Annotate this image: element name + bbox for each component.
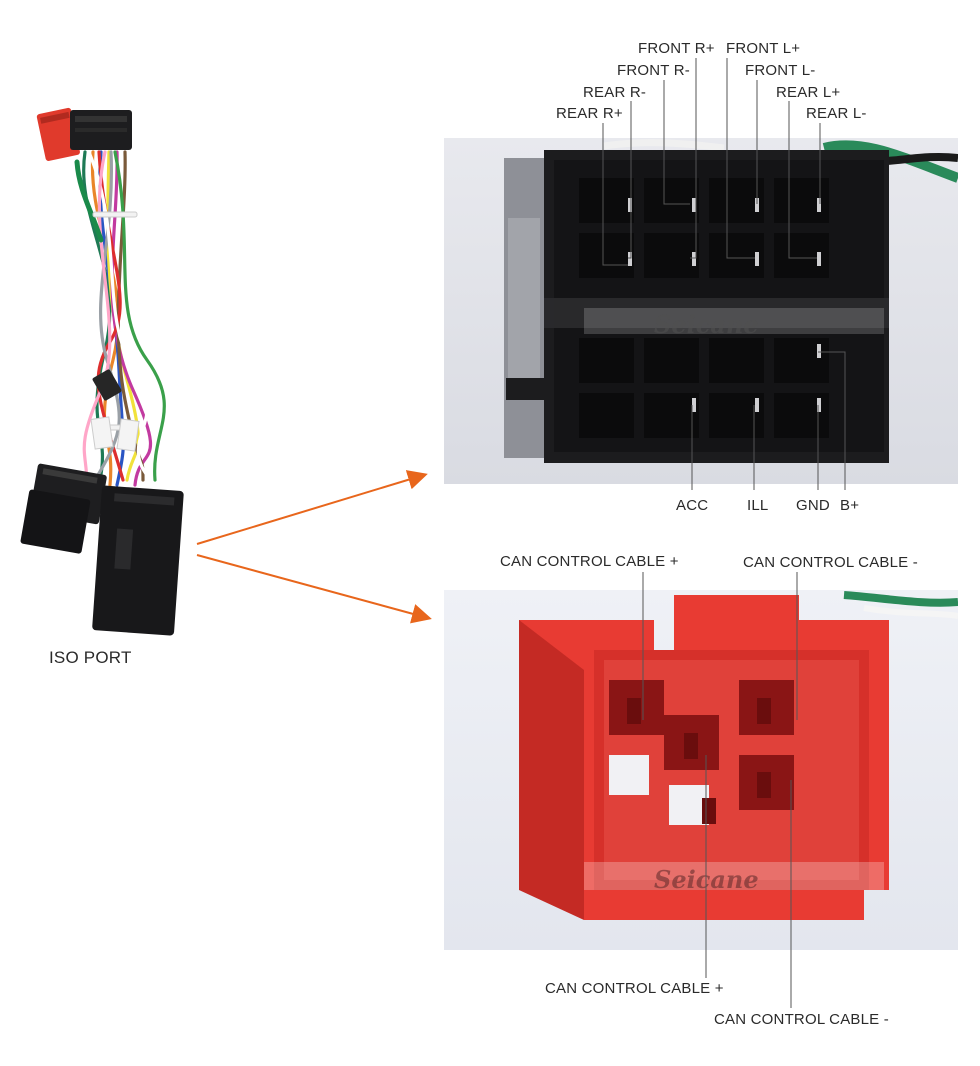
black-plug-top: [70, 110, 132, 150]
black-plug-bottom: [20, 463, 107, 554]
label-ill: ILL: [747, 497, 769, 514]
red-connector-photo: Seicane: [444, 590, 958, 950]
black-connector-photo: Seicane: [444, 138, 958, 484]
iso-port-label: ISO PORT: [49, 648, 132, 667]
label-can-top-minus: CAN CONTROL CABLE -: [743, 554, 918, 571]
label-can-top-plus: CAN CONTROL CABLE +: [500, 553, 679, 570]
arrow-to-red-connector: [196, 554, 432, 624]
iso-harness-photo: [20, 107, 184, 636]
label-b-plus: B+: [840, 497, 860, 514]
label-front-r-minus: FRONT R-: [617, 62, 690, 79]
arrow-to-black-connector: [196, 470, 428, 545]
label-front-r-plus: FRONT R+: [638, 40, 715, 57]
black-connector-watermark: Seicane: [654, 310, 759, 339]
label-rear-r-minus: REAR R-: [583, 84, 647, 101]
label-front-l-minus: FRONT L-: [745, 62, 816, 79]
label-rear-l-plus: REAR L+: [776, 84, 841, 101]
label-acc: ACC: [676, 497, 709, 514]
label-gnd: GND: [796, 497, 830, 514]
label-can-bottom-minus: CAN CONTROL CABLE -: [714, 1011, 889, 1028]
can-box: [92, 485, 184, 636]
label-rear-r-plus: REAR R+: [556, 105, 623, 122]
label-can-bottom-plus: CAN CONTROL CABLE +: [545, 980, 724, 997]
label-front-l-plus: FRONT L+: [726, 40, 801, 57]
red-plug-top: [36, 107, 80, 161]
label-rear-l-minus: REAR L-: [806, 105, 867, 122]
red-connector-watermark: Seicane: [654, 865, 759, 894]
